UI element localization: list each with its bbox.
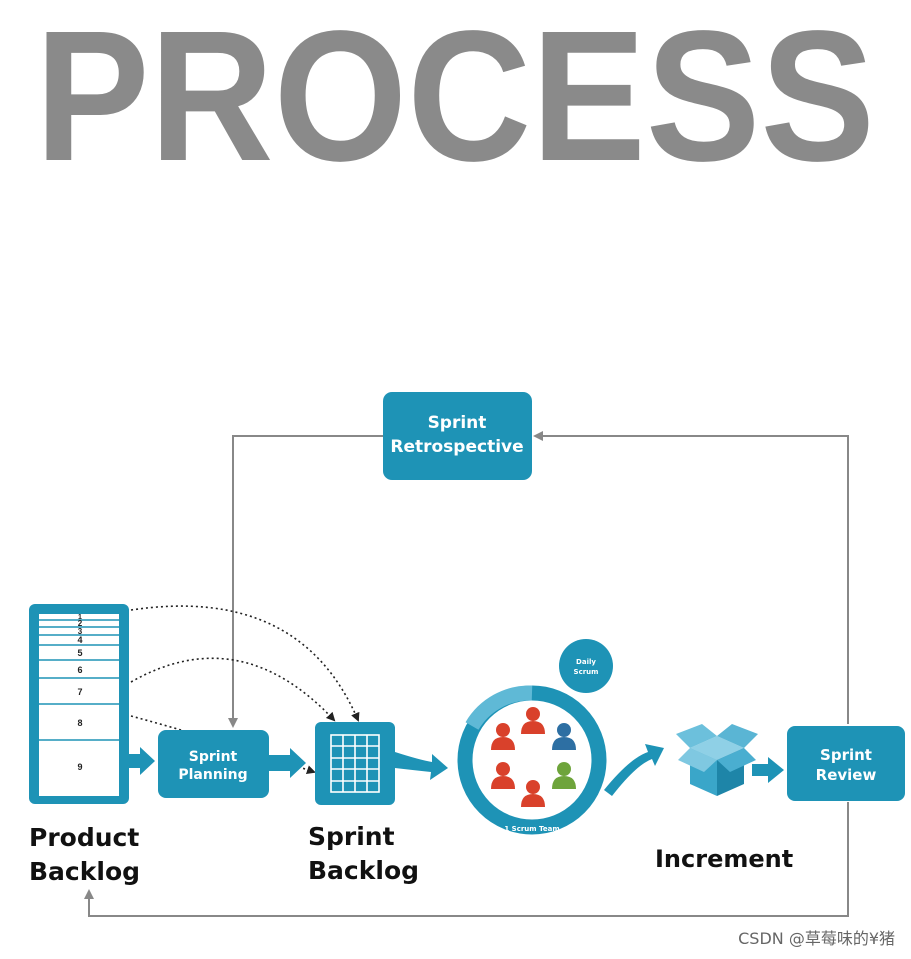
sprint-review-box <box>787 726 905 801</box>
backlog-item-9: 9 <box>77 762 82 772</box>
team-member-1 <box>521 707 545 734</box>
flow-arrows <box>129 744 784 796</box>
process-title: PROCESS <box>35 0 875 185</box>
increment-to-review-arrow <box>752 757 784 783</box>
scrum-team-label: 1 Scrum Team <box>504 825 559 833</box>
daily-scrum-label-line1: Daily <box>576 658 596 666</box>
sprint-cycle-ring-highlight <box>465 685 533 731</box>
sprint-retrospective-node: Sprint Retrospective <box>383 392 532 480</box>
increment-box-icon <box>676 724 758 796</box>
daily-scrum-circle <box>559 639 613 693</box>
backlog-item-5: 5 <box>77 648 82 658</box>
sprint-cycle: 1 Scrum Team <box>457 685 607 835</box>
sprint-retrospective-label-line2: Retrospective <box>390 437 523 457</box>
product-backlog-label-line1: Product <box>29 823 139 852</box>
planning-to-sprint-backlog-arrow <box>269 748 306 778</box>
sprint-backlog-to-cycle-arrow <box>395 752 448 780</box>
sprint-review-node: Sprint Review <box>787 726 905 801</box>
retrospective-to-planning-line <box>228 435 383 728</box>
cycle-to-increment-arrow <box>604 744 664 796</box>
backlog-item-7: 7 <box>77 687 82 697</box>
sprint-planning-node: Sprint Planning <box>158 730 269 798</box>
review-to-retrospective-line <box>533 431 849 724</box>
team-member-6 <box>521 780 545 807</box>
sprint-backlog-label-line1: Sprint <box>308 822 395 851</box>
sprint-backlog-label-line2: Backlog <box>308 856 419 885</box>
product-backlog-list: 1 2 3 4 5 6 7 8 9 <box>29 604 129 804</box>
sprint-planning-box <box>158 730 269 798</box>
sprint-planning-label-line2: Planning <box>178 767 247 783</box>
dotted-arc-top <box>130 605 360 722</box>
team-member-3 <box>552 723 576 750</box>
increment-label: Increment <box>655 845 793 873</box>
watermark: CSDN @草莓味的¥猪 <box>738 929 895 948</box>
backlog-item-8: 8 <box>77 718 82 728</box>
review-to-product-backlog-line <box>84 802 849 917</box>
sprint-planning-label-line1: Sprint <box>189 749 238 765</box>
team-member-2 <box>491 723 515 750</box>
team-member-4 <box>491 762 515 789</box>
backlog-to-planning-arrow <box>129 747 155 775</box>
daily-scrum-label-line2: Scrum <box>574 668 599 676</box>
feedback-loop-lines <box>84 431 849 917</box>
process-title-text: PROCESS <box>35 0 875 185</box>
product-backlog-label-line2: Backlog <box>29 857 140 886</box>
backlog-item-2: 2 <box>78 619 83 628</box>
backlog-item-1: 1 <box>78 614 82 621</box>
backlog-item-3: 3 <box>78 627 83 636</box>
sprint-review-label-line1: Sprint <box>820 746 872 764</box>
backlog-item-6: 6 <box>77 665 82 675</box>
team-member-5 <box>552 762 576 789</box>
backlog-item-4: 4 <box>77 635 82 645</box>
sprint-retrospective-box <box>383 392 532 480</box>
sprint-retrospective-label-line1: Sprint <box>428 413 487 433</box>
daily-scrum-node: Daily Scrum <box>559 639 613 693</box>
sprint-backlog-board <box>315 722 395 805</box>
sprint-review-label-line2: Review <box>816 766 877 784</box>
